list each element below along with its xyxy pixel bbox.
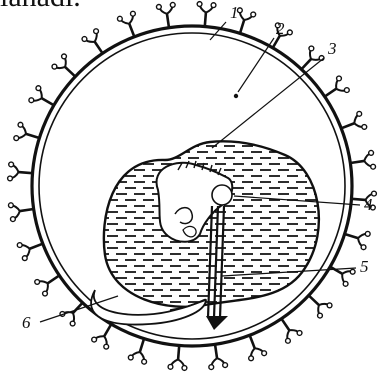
villus (156, 2, 175, 27)
villus (301, 46, 324, 69)
label-2-marker (234, 94, 238, 98)
villus (168, 345, 187, 370)
villus (8, 203, 33, 222)
villus (82, 29, 103, 54)
villus (237, 8, 255, 33)
villus (325, 76, 350, 97)
allantois-bulb (212, 185, 232, 205)
villus (8, 162, 33, 181)
label-6: 6 (22, 313, 31, 332)
villus (345, 231, 370, 249)
label-4: 4 (364, 195, 373, 214)
villus (29, 86, 54, 106)
villus (117, 11, 135, 36)
villus (14, 122, 39, 140)
label-2: 2 (276, 19, 285, 38)
villus (52, 54, 75, 77)
villus (197, 2, 216, 27)
villus (350, 150, 375, 169)
label-1: 1 (230, 3, 239, 22)
villus (341, 111, 366, 129)
villus (92, 324, 112, 349)
villus (281, 319, 302, 344)
villus (309, 295, 332, 318)
villus (249, 335, 267, 360)
villus (209, 344, 228, 369)
label-5: 5 (360, 257, 369, 276)
villus (35, 275, 60, 296)
villus (17, 243, 42, 261)
label-3: 3 (327, 39, 337, 58)
villus (128, 339, 146, 364)
